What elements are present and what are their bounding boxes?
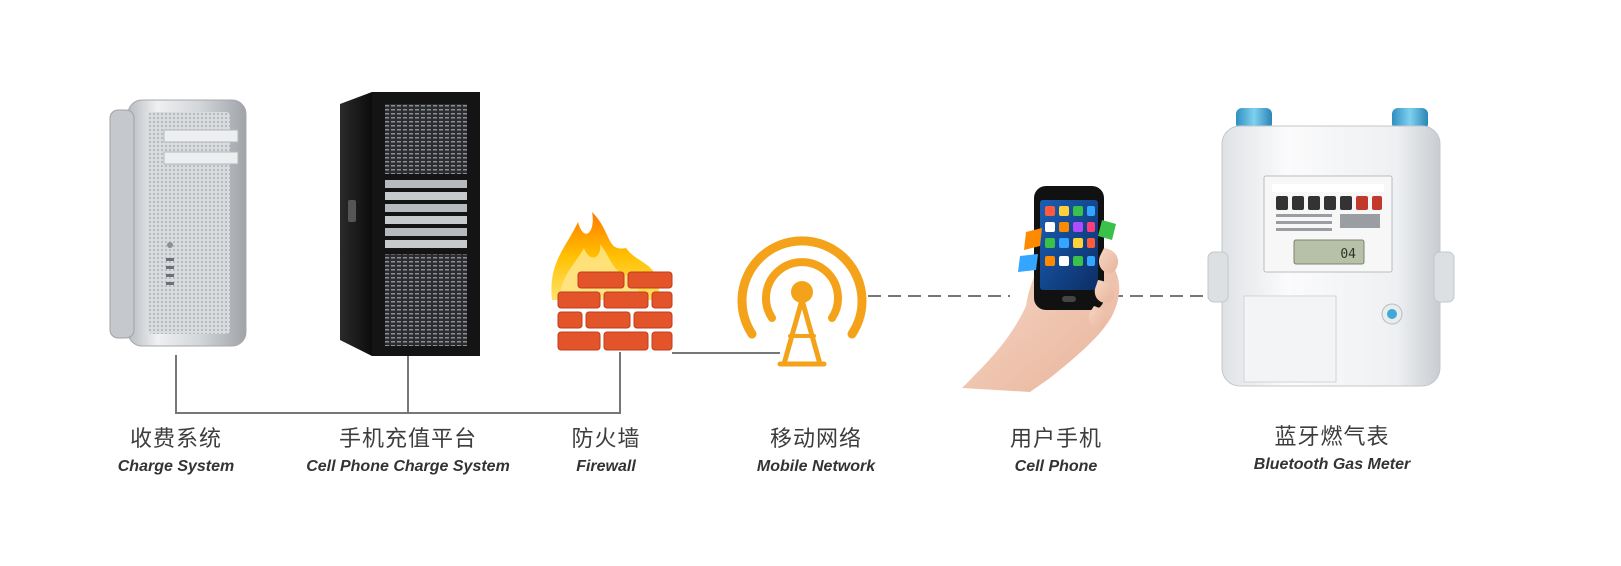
label-cell-phone-en: Cell Phone bbox=[1014, 458, 1098, 475]
label-cell-phone-charge-system: 手机充值平台 Cell Phone Charge System bbox=[306, 426, 510, 478]
label-charge-system-zh: 收费系统 bbox=[129, 427, 222, 452]
hand-phone-icon bbox=[962, 186, 1120, 392]
label-bluetooth-gas-meter: 蓝牙燃气表 Bluetooth Gas Meter bbox=[1254, 424, 1410, 476]
meter-lcd-reading: 04 bbox=[1340, 247, 1356, 262]
label-cell-phone-charge-system-en: Cell Phone Charge System bbox=[306, 458, 510, 475]
label-firewall-zh: 防火墙 bbox=[571, 427, 641, 452]
firewall-icon bbox=[551, 212, 673, 351]
label-cell-phone: 用户手机 Cell Phone bbox=[1010, 426, 1102, 478]
label-cell-phone-zh: 用户手机 bbox=[1009, 427, 1103, 452]
label-mobile-network: 移动网络 Mobile Network bbox=[757, 426, 875, 478]
label-bluetooth-gas-meter-en: Bluetooth Gas Meter bbox=[1253, 456, 1411, 473]
mac-pro-server-icon bbox=[109, 99, 247, 347]
connector-lines bbox=[175, 295, 1225, 414]
connector-charge-to-bus bbox=[175, 352, 621, 414]
label-charge-system: 收费系统 Charge System bbox=[118, 426, 235, 478]
label-firewall-en: Firewall bbox=[576, 458, 636, 475]
label-bluetooth-gas-meter-zh: 蓝牙燃气表 bbox=[1274, 425, 1390, 450]
label-cell-phone-charge-system-zh: 手机充值平台 bbox=[338, 427, 477, 452]
rack-server-icon bbox=[340, 92, 480, 356]
label-mobile-network-en: Mobile Network bbox=[756, 458, 876, 475]
label-mobile-network-zh: 移动网络 bbox=[769, 427, 863, 452]
gas-meter-icon: 04 bbox=[1207, 108, 1455, 387]
label-firewall: 防火墙 Firewall bbox=[571, 426, 640, 478]
antenna-icon bbox=[737, 236, 867, 367]
label-charge-system-en: Charge System bbox=[117, 458, 235, 475]
